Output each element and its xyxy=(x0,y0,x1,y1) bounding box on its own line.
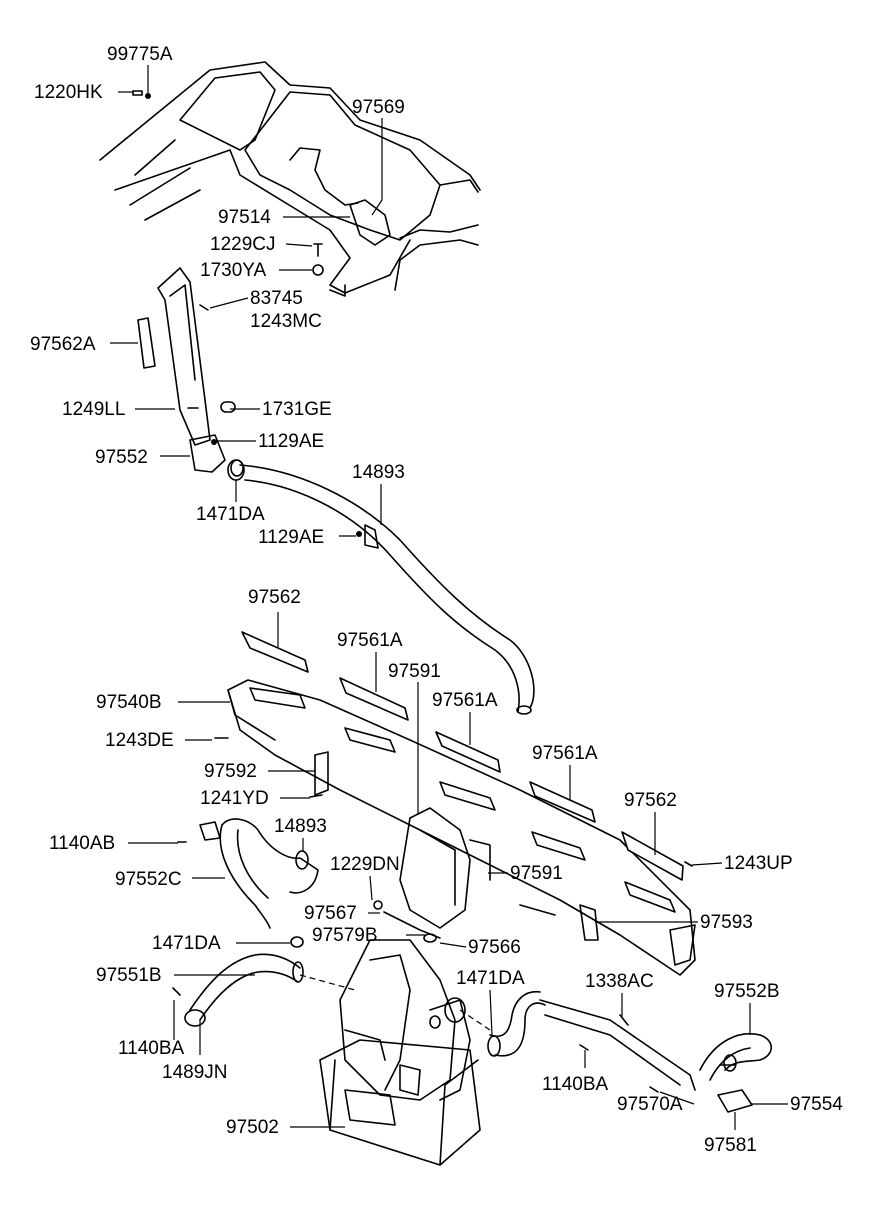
heater-unit-97502 xyxy=(319,939,481,1166)
label-1489JN: 1489JN xyxy=(162,1062,228,1083)
label-1243UP: 1243UP xyxy=(724,853,793,874)
label-1338AC: 1338AC xyxy=(585,971,654,992)
label-1243MC: 1243MC xyxy=(250,311,322,332)
leader-lines xyxy=(110,65,788,1130)
hose-14893-upper xyxy=(227,459,535,715)
label-97593: 97593 xyxy=(700,912,753,933)
label-1140BA-right: 1140BA xyxy=(542,1074,609,1095)
label-97502: 97502 xyxy=(226,1117,279,1138)
label-14893-lower: 14893 xyxy=(274,816,327,837)
label-97562A: 97562A xyxy=(30,334,96,355)
label-97540B: 97540B xyxy=(96,692,162,713)
label-97561A-3: 97561A xyxy=(532,743,598,764)
nozzle-97581 xyxy=(717,1089,753,1113)
bracket-97562A xyxy=(137,317,156,369)
label-97551B: 97551B xyxy=(96,965,162,986)
hose-97552C xyxy=(199,818,319,929)
label-97591-top: 97591 xyxy=(388,661,441,682)
label-1220HK: 1220HK xyxy=(34,82,103,103)
main-duct-97540B xyxy=(227,679,696,976)
label-1140AB: 1140AB xyxy=(49,833,115,854)
hose-97551B xyxy=(184,953,356,1027)
label-97581: 97581 xyxy=(704,1135,757,1156)
label-97566: 97566 xyxy=(468,937,521,958)
hose-right-pipe xyxy=(459,990,773,1113)
label-97552: 97552 xyxy=(95,447,148,468)
label-97562-right: 97562 xyxy=(624,790,677,811)
label-1731GE: 1731GE xyxy=(262,399,332,420)
label-1229DN: 1229DN xyxy=(330,854,400,875)
label-97567: 97567 xyxy=(304,903,357,924)
center-duct-97591 xyxy=(399,807,491,929)
label-97592: 97592 xyxy=(204,761,257,782)
label-97579B: 97579B xyxy=(312,925,378,946)
bracket-97593 xyxy=(579,904,599,941)
label-1229CJ: 1229CJ xyxy=(210,234,276,255)
dashboard-panel xyxy=(99,61,481,297)
cover-plates xyxy=(241,631,684,881)
label-97514: 97514 xyxy=(218,207,271,228)
label-1241YD: 1241YD xyxy=(200,788,269,809)
label-97554: 97554 xyxy=(790,1094,843,1115)
label-97562-left: 97562 xyxy=(248,587,301,608)
fasteners xyxy=(132,90,736,1093)
label-99775A: 99775A xyxy=(107,44,173,65)
label-1129AE-upper: 1129AE xyxy=(258,431,324,452)
label-14893-upper: 14893 xyxy=(352,462,405,483)
label-1129AE-lower: 1129AE xyxy=(258,527,324,548)
label-1730YA: 1730YA xyxy=(200,260,267,281)
label-97591-side: 97591 xyxy=(510,863,563,884)
label-97561A-2: 97561A xyxy=(432,690,498,711)
label-1249LL: 1249LL xyxy=(62,399,125,420)
label-1471DA-right: 1471DA xyxy=(456,968,525,989)
label-97552B: 97552B xyxy=(714,981,780,1002)
label-1471DA-left: 1471DA xyxy=(152,933,221,954)
label-97569: 97569 xyxy=(352,97,405,118)
label-1243DE: 1243DE xyxy=(105,730,174,751)
bracket-97592 xyxy=(314,751,329,796)
label-97552C: 97552C xyxy=(115,869,182,890)
label-1140BA-left: 1140BA xyxy=(118,1038,185,1059)
label-97561A-1: 97561A xyxy=(337,630,403,651)
label-83745: 83745 xyxy=(250,288,303,309)
vertical-defroster-duct xyxy=(137,267,236,473)
label-1471DA-upper: 1471DA xyxy=(196,504,265,525)
label-97570A: 97570A xyxy=(617,1094,683,1115)
part-labels: 99775A 1220HK 97569 97514 1229CJ 1730YA … xyxy=(30,44,843,1156)
